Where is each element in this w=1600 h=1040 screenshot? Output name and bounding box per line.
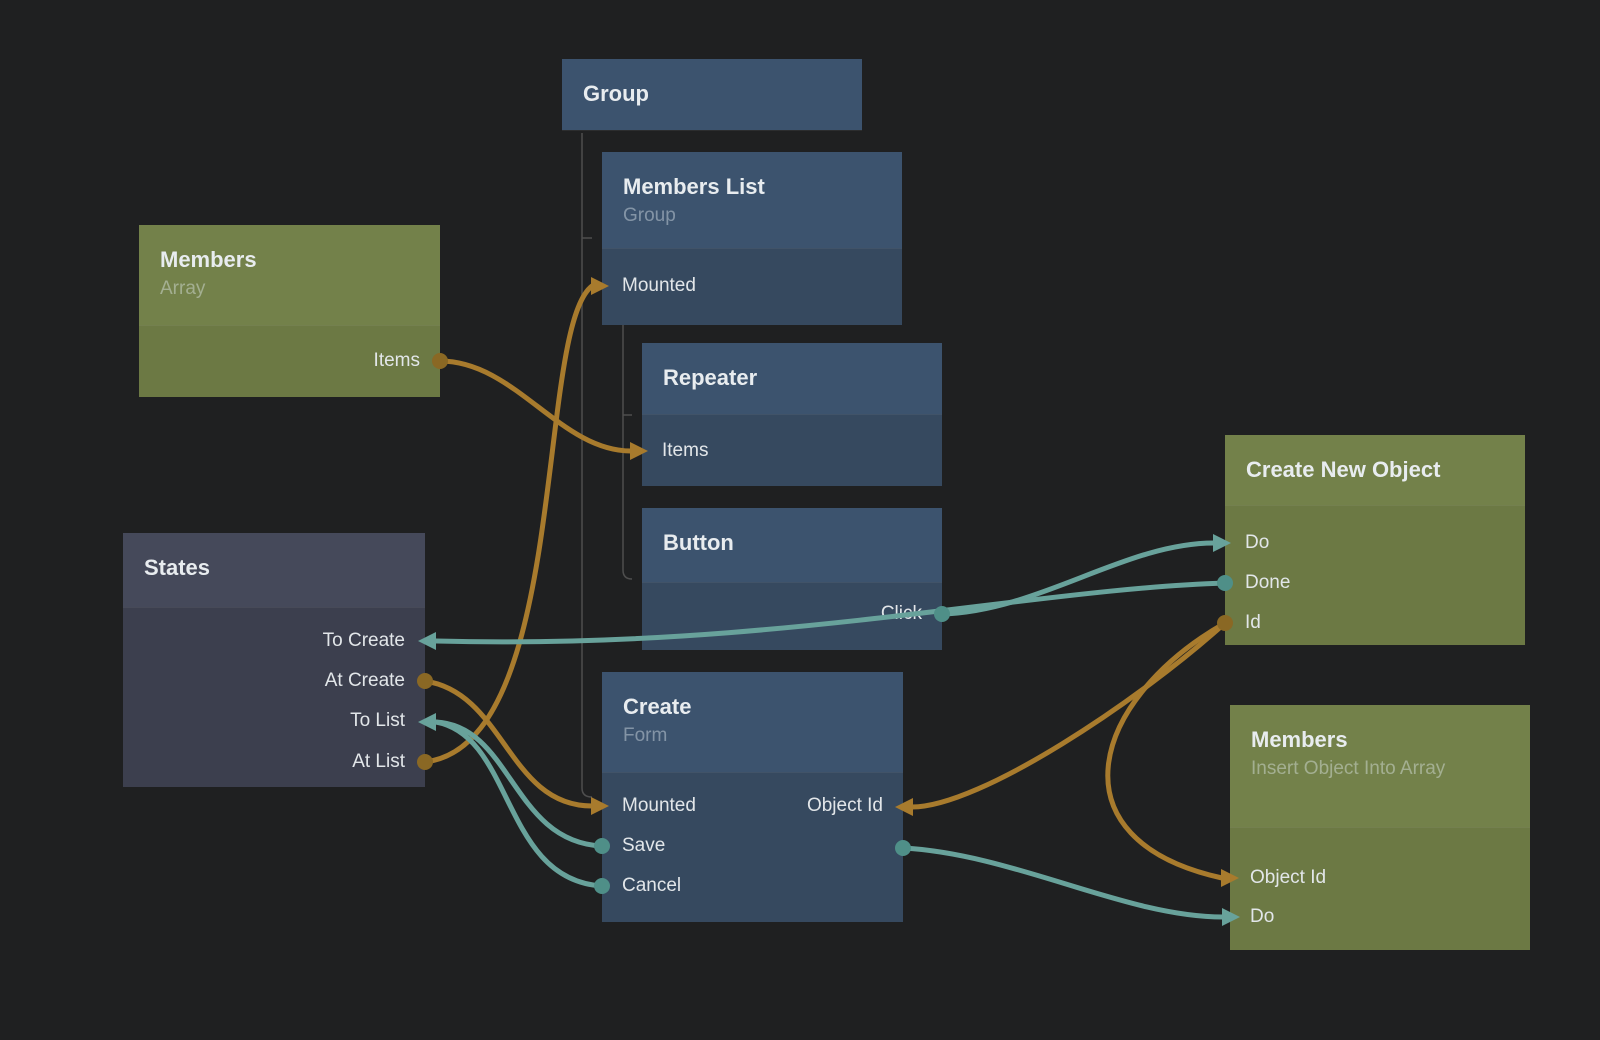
connection-id-to-insert-objectid[interactable] <box>1108 623 1225 878</box>
node-states-header: States <box>123 533 425 607</box>
port-cno-done[interactable]: Done <box>1245 568 1290 598</box>
port-members-insert-object-id[interactable]: Object Id <box>1250 863 1326 893</box>
port-create-object-id[interactable]: Object Id <box>807 791 883 821</box>
port-cno-do[interactable]: Do <box>1245 528 1269 558</box>
connection-atlist-to-mounted[interactable] <box>425 286 592 762</box>
port-states-at-create[interactable]: At Create <box>325 666 405 696</box>
port-states-to-list[interactable]: To List <box>350 706 405 736</box>
node-title: Create New Object <box>1246 455 1504 485</box>
node-title: Create <box>623 692 882 722</box>
port-repeater-items[interactable]: Items <box>662 436 708 466</box>
connection-items-to-repeater[interactable] <box>440 361 631 451</box>
connection-save-to-tolist[interactable] <box>436 722 602 846</box>
node-states[interactable]: States To Create At Create To List At Li… <box>123 533 425 787</box>
hierarchy-line-group <box>582 133 592 797</box>
node-subtitle: Insert Object Into Array <box>1251 755 1451 783</box>
node-group-header: Group <box>562 59 862 130</box>
node-repeater-header: Repeater <box>642 343 942 414</box>
node-title: Group <box>583 79 841 109</box>
node-create-form-header: Create Form <box>602 672 903 772</box>
connection-click-to-do[interactable] <box>942 543 1214 614</box>
node-members-array-header: Members Array <box>139 225 440 325</box>
port-cno-id[interactable]: Id <box>1245 608 1261 638</box>
port-create-mounted[interactable]: Mounted <box>622 791 696 821</box>
node-button-header: Button <box>642 508 942 582</box>
port-states-to-create[interactable]: To Create <box>323 626 405 656</box>
port-states-at-list[interactable]: At List <box>352 747 405 777</box>
node-subtitle: Group <box>623 202 881 230</box>
hierarchy-line-members-list <box>623 325 632 579</box>
port-members-list-mounted[interactable]: Mounted <box>622 271 696 301</box>
node-title: States <box>144 553 404 583</box>
node-title: Members <box>160 245 419 275</box>
node-subtitle: Form <box>623 722 882 750</box>
port-members-array-items[interactable]: Items <box>374 346 420 376</box>
node-create-form[interactable]: Create Form Mounted Save Cancel Object I… <box>602 672 903 922</box>
node-repeater[interactable]: Repeater Items <box>642 343 942 486</box>
node-title: Members <box>1251 725 1509 755</box>
connection-id-to-create-objectid[interactable] <box>912 623 1225 807</box>
node-subtitle: Array <box>160 275 419 303</box>
node-create-new-object-header: Create New Object <box>1225 435 1525 505</box>
connection-cancel-to-tolist[interactable] <box>436 722 602 886</box>
port-button-click[interactable]: Click <box>881 599 922 629</box>
node-create-new-object[interactable]: Create New Object Do Done Id <box>1225 435 1525 645</box>
node-title: Button <box>663 528 921 558</box>
node-members-list[interactable]: Members List Group Mounted <box>602 152 902 325</box>
port-members-insert-do[interactable]: Do <box>1250 902 1274 932</box>
node-members-insert-header: Members Insert Object Into Array <box>1230 705 1530 827</box>
port-create-save[interactable]: Save <box>622 831 665 861</box>
node-title: Repeater <box>663 363 921 393</box>
node-members-array[interactable]: Members Array Items <box>139 225 440 397</box>
node-group[interactable]: Group <box>562 59 862 130</box>
node-members-list-header: Members List Group <box>602 152 902 248</box>
node-button[interactable]: Button Click <box>642 508 942 650</box>
node-members-insert[interactable]: Members Insert Object Into Array Object … <box>1230 705 1530 950</box>
connection-save-to-insert-do[interactable] <box>903 848 1223 917</box>
connection-atcreate-to-mounted[interactable] <box>425 681 592 806</box>
node-title: Members List <box>623 172 881 202</box>
port-create-cancel[interactable]: Cancel <box>622 871 681 901</box>
